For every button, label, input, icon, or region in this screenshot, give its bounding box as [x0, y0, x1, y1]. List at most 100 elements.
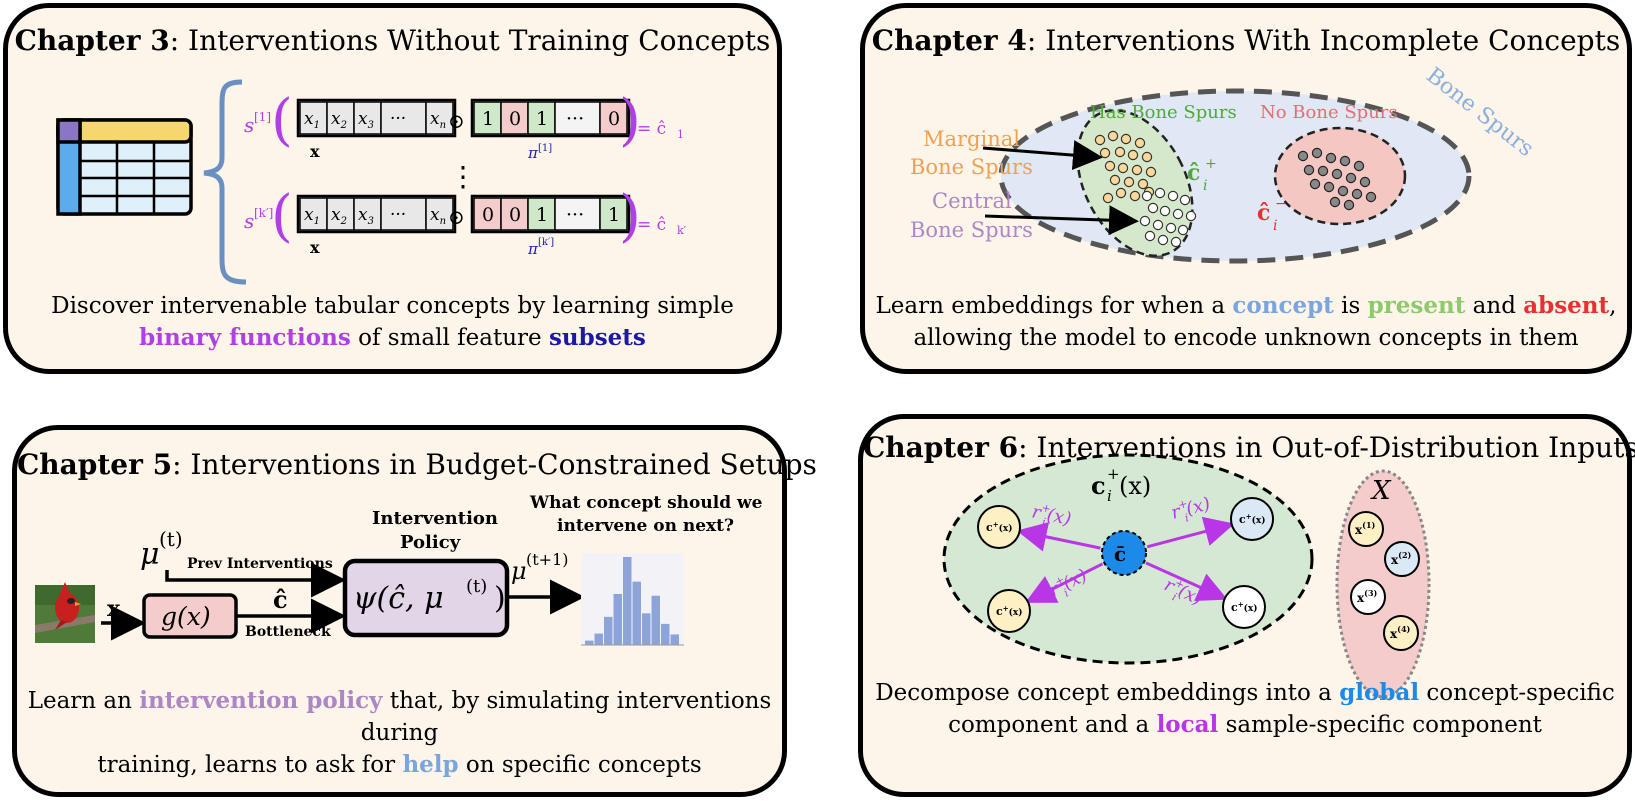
central-point: [1152, 219, 1164, 231]
bird-image: [35, 582, 95, 643]
marginal-point: [1109, 174, 1121, 186]
svg-text:(: (: [271, 88, 293, 153]
mask-cell: [599, 197, 628, 231]
local-arrow: [1016, 522, 1101, 552]
marginal-point: [1137, 178, 1149, 190]
x-sample-nodes: x(1)x(2)x(3)x(4): [1348, 511, 1420, 651]
panel-chapter-3: Chapter 3: Interventions Without Trainin…: [3, 3, 782, 374]
panel-chapter-4: Chapter 4: Interventions With Incomplete…: [860, 3, 1632, 374]
mu-next-label: μ: [511, 557, 527, 585]
vertical-dots: ⋮: [449, 160, 477, 193]
negative-point: [1339, 155, 1351, 167]
feature-text: ···: [390, 109, 406, 129]
central-arrow: [984, 205, 1139, 236]
chart-bar: [604, 616, 613, 645]
marginal-point: [1123, 176, 1135, 188]
svg-text:s: s: [244, 209, 254, 233]
mask-text: 0: [608, 108, 620, 130]
local-arrow: [1145, 561, 1228, 601]
curly-brace: [203, 79, 247, 285]
bar-chart: [581, 553, 684, 646]
central-point: [1144, 230, 1156, 242]
sample-node: [1222, 585, 1266, 629]
central-label: Central: [932, 189, 1012, 213]
x-node: [1384, 541, 1420, 577]
chapter-5-caption: Learn an intervention policy that, by si…: [27, 687, 772, 778]
negative-point: [1303, 164, 1315, 176]
mask-text: 0: [509, 204, 521, 226]
x-node: [1348, 511, 1384, 547]
x-input-label: x: [107, 596, 121, 622]
bottleneck-label: Bottleneck: [245, 624, 331, 640]
chart-bar: [613, 593, 622, 645]
x-node: [1350, 579, 1386, 615]
svg-text:+: +: [1205, 156, 1217, 172]
svg-text:[k′]: [k′]: [254, 206, 273, 220]
negative-point: [1343, 199, 1355, 211]
svg-text:π: π: [527, 240, 539, 258]
chart-bar: [623, 557, 632, 645]
negative-point: [1345, 172, 1357, 184]
has-bone-spurs-label: Has Bone Spurs: [1090, 102, 1237, 123]
policy-title: Intervention: [372, 508, 498, 529]
negative-point: [1359, 176, 1371, 188]
svg-text:(: (: [271, 184, 293, 249]
central-point: [1177, 224, 1189, 236]
chart-bar: [594, 633, 603, 645]
feature-cell: [425, 101, 454, 135]
marginal-point: [1134, 137, 1146, 149]
marginal-arrow: [982, 140, 1103, 171]
svg-text:1: 1: [677, 128, 684, 141]
mask-cell: [527, 197, 556, 231]
svg-text:= ĉ: = ĉ: [637, 119, 666, 139]
chart-bar: [670, 634, 679, 645]
feature-cell: [353, 101, 382, 135]
marginal-point: [1115, 187, 1127, 199]
negative-point: [1329, 196, 1341, 208]
central-point: [1170, 236, 1182, 248]
central-point: [1139, 215, 1151, 227]
mask-cell: [473, 197, 502, 231]
svg-text:[1]: [1]: [538, 143, 552, 154]
marginal-point: [1094, 134, 1106, 146]
node-label: c+(x): [996, 604, 1022, 618]
svg-text:i: i: [1107, 487, 1112, 505]
feature-cell: [326, 101, 355, 135]
negative-point: [1353, 160, 1365, 172]
svg-text:(t): (t): [466, 576, 487, 597]
mask-text: 0: [509, 108, 521, 130]
mask-text: 0: [482, 204, 494, 226]
chapter-4-title: Chapter 4: Interventions With Incomplete…: [871, 24, 1621, 57]
negative-point: [1317, 165, 1329, 177]
svg-text:): ): [619, 88, 641, 153]
svg-text:): ): [494, 581, 506, 616]
svg-text:Bone Spurs: Bone Spurs: [910, 155, 1033, 179]
sample-nodes: c+(x)c+(x)c+(x)c+(x): [977, 497, 1274, 633]
chapter-5-title: Chapter 5: Interventions in Budget-Const…: [17, 448, 817, 481]
marginal-point: [1114, 146, 1126, 158]
x-node: [1383, 615, 1419, 651]
c-minus-label: ĉ: [1257, 200, 1270, 226]
svg-text:intervene on next?: intervene on next?: [557, 516, 734, 536]
central-point: [1147, 202, 1159, 214]
X-label: X: [1370, 476, 1392, 506]
x-label-1: x: [310, 142, 320, 161]
svg-text:⊙: ⊙: [448, 205, 465, 229]
mask-text: 1: [608, 204, 620, 226]
chapter-6-title: Chapter 6: Interventions in Out-of-Distr…: [863, 431, 1635, 464]
marginal-point: [1117, 162, 1129, 174]
chart-bar: [585, 640, 594, 645]
panel-chapter-6: Chapter 6: Interventions in Out-of-Distr…: [858, 414, 1635, 797]
negative-point: [1325, 152, 1337, 164]
marginal-point: [1107, 130, 1119, 142]
central-point: [1159, 205, 1171, 217]
chart-bar: [632, 581, 641, 645]
central-point: [1167, 190, 1179, 202]
marginal-point: [1102, 192, 1114, 204]
svg-text:g(x): g(x): [161, 602, 211, 631]
marginal-point: [1129, 190, 1141, 202]
svg-text:[1]: [1]: [254, 110, 271, 124]
